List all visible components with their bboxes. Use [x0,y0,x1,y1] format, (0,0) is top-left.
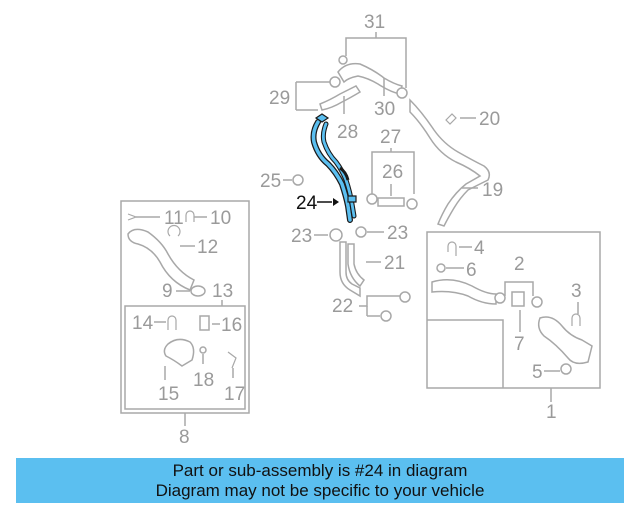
callout-7: 7 [514,334,525,355]
group-1-box [426,231,601,389]
highlighted-part-24[interactable] [310,113,357,223]
group-13-box [124,305,246,410]
callout-31: 31 [364,12,385,33]
callout-1: 1 [546,402,557,423]
callout-27: 27 [380,127,401,148]
callout-28: 28 [337,122,358,143]
callout-24: 24 [296,193,318,214]
callout-16: 16 [221,315,242,336]
callout-15: 15 [158,384,179,405]
banner-line-2: Diagram may not be specific to your vehi… [155,481,485,500]
callout-22: 22 [332,296,353,317]
banner-line-1: Part or sub-assembly is #24 in diagram [172,461,468,480]
info-banner: Part or sub-assembly is #24 in diagram D… [16,458,624,503]
callout-23-left: 23 [291,226,312,247]
callout-14: 14 [132,313,154,334]
callout-3: 3 [571,281,582,302]
callout-9: 9 [162,281,173,302]
callout-26: 26 [382,162,403,183]
callout-10: 10 [210,208,231,229]
callout-19: 19 [482,180,503,201]
callout-29: 29 [269,88,290,109]
hose-part-21 [339,241,361,298]
outlet-part-group-1 [537,316,593,365]
callout-2: 2 [514,254,525,275]
pipe-part-19 [409,98,491,227]
hose-part-11 [127,228,195,291]
callout-6: 6 [466,260,477,281]
callout-4: 4 [474,238,485,259]
callout-13: 13 [212,281,233,302]
callout-8: 8 [179,427,190,448]
callout-23-right: 23 [387,223,408,244]
hose-part-group-1 [431,279,497,305]
callout-25: 25 [260,171,281,192]
callout-18: 18 [193,370,214,391]
callout-12: 12 [197,237,218,258]
callout-20: 20 [479,109,500,130]
callout-30: 30 [374,99,395,120]
callout-17: 17 [224,384,245,405]
fitting-part-15 [163,338,195,367]
callout-5: 5 [532,362,543,383]
callout-11: 11 [164,208,184,229]
callout-21: 21 [384,253,405,274]
